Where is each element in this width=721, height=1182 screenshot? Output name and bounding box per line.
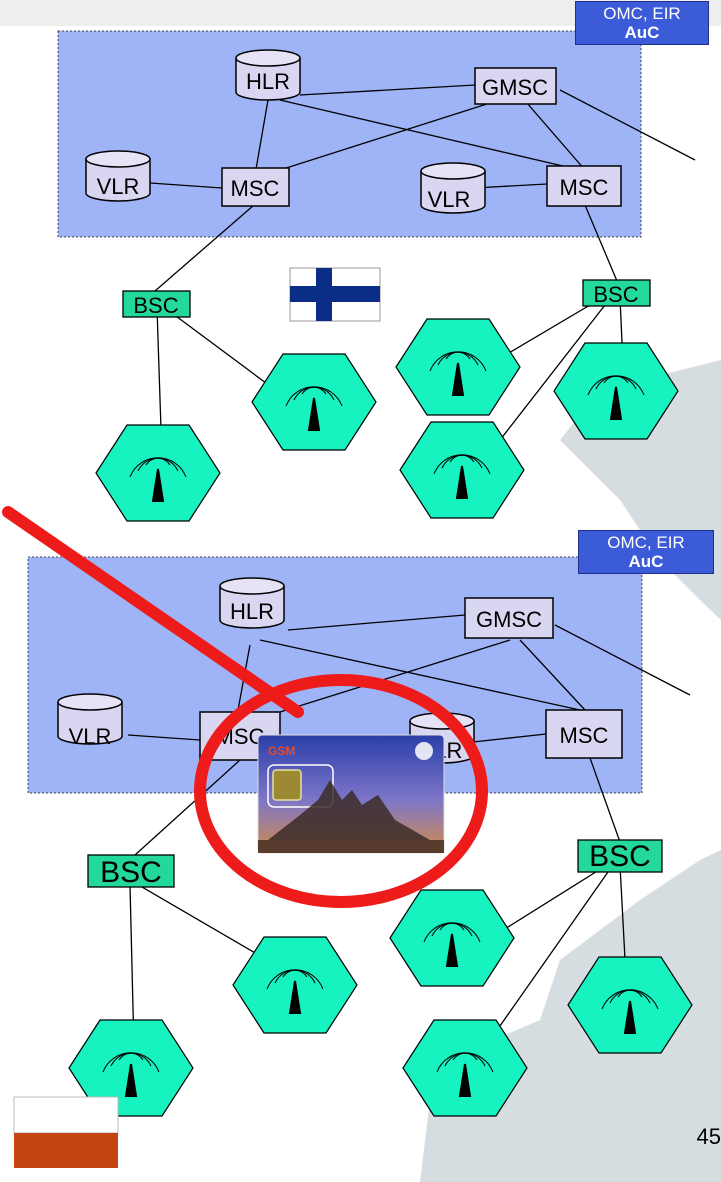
cell-tower-icon: [395, 318, 521, 416]
hlr-label: HLR: [230, 599, 274, 624]
msc-label: MSC: [560, 723, 609, 748]
page-number: 45: [696, 1124, 721, 1149]
msc-node: [545, 709, 623, 759]
highlight-marker: [2, 506, 488, 908]
bsc-node: [577, 839, 663, 873]
vlr-label: VLR: [69, 724, 112, 749]
sim-brand-label: GSM: [268, 744, 295, 758]
sim-card-icon: GSM: [257, 734, 445, 854]
omc-eir-label: OMC, EIR: [603, 4, 681, 23]
bsc-node: [122, 290, 191, 318]
msc-node: [221, 167, 290, 207]
gmsc-label: GMSC: [476, 607, 542, 632]
msc-label: MSC: [560, 175, 609, 200]
cell-tower-icon: [95, 424, 221, 522]
bsc-label: BSC: [133, 293, 178, 318]
msc-label: MSC: [231, 176, 280, 201]
bsc-label: BSC: [100, 856, 162, 889]
hlr-label: HLR: [246, 69, 290, 94]
bsc-node: [87, 854, 175, 888]
vlr-label: VLR: [97, 174, 140, 199]
omc-eir-label: OMC, EIR: [607, 533, 685, 552]
vlr-label: VLR: [428, 187, 471, 212]
gmsc-node: [474, 67, 557, 105]
auc-label: AuC: [624, 23, 660, 42]
omc-eir-auc-box: OMC, EIR AuC: [575, 1, 709, 45]
core-network-area: [57, 30, 642, 238]
gmsc-node: [464, 597, 554, 639]
cell-tower-icon: [251, 353, 377, 451]
gmsc-label: GMSC: [482, 75, 548, 100]
bsc-node: [582, 279, 651, 307]
finland-flag-icon: [289, 267, 381, 322]
cell-tower-icon: [399, 421, 525, 519]
omc-eir-auc-box: OMC, EIR AuC: [578, 530, 714, 574]
auc-label: AuC: [628, 552, 664, 571]
cell-tower-icon: [389, 889, 515, 987]
bsc-label: BSC: [593, 282, 638, 307]
bsc-label: BSC: [589, 840, 651, 873]
msc-node: [546, 165, 622, 207]
poland-flag-icon: [13, 1096, 119, 1168]
